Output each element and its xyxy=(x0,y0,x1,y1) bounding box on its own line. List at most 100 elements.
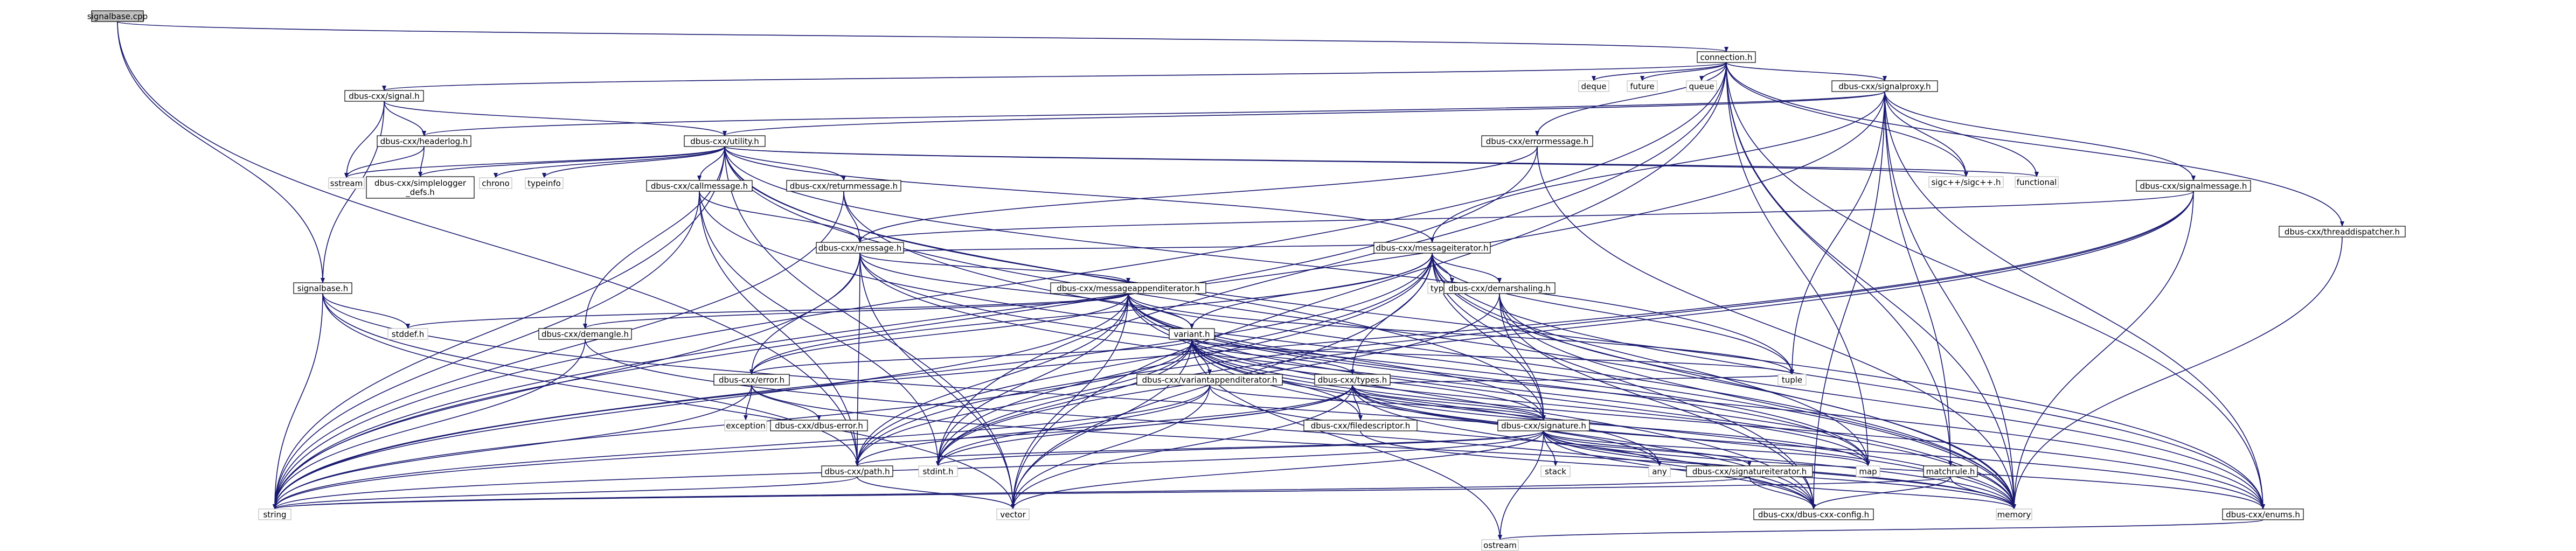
node-box-filedescriptor_h[interactable] xyxy=(1303,420,1418,431)
node-queue: queue xyxy=(1686,80,1717,92)
edge-callmessage_h-to-memory xyxy=(699,191,2016,510)
node-box-messageappenditerator_h[interactable] xyxy=(1050,282,1206,294)
edge-variant_h-to-error_h xyxy=(749,339,1192,375)
node-types_h[interactable]: dbus-cxx/types.h xyxy=(1314,374,1391,386)
edge-signalbase_h-to-stddef_h xyxy=(322,293,410,329)
node-box-signalmessage_h[interactable] xyxy=(2136,180,2251,192)
node-signatureiterator_h[interactable]: dbus-cxx/signatureiterator.h xyxy=(1686,465,1813,477)
edge-signalproxy_h-to-sigcpp_h xyxy=(1884,91,1968,177)
edge-returnmessage_h-to-memory xyxy=(843,191,2016,510)
node-filedescriptor_h[interactable]: dbus-cxx/filedescriptor.h xyxy=(1303,420,1418,431)
node-errormessage_h[interactable]: dbus-cxx/errormessage.h xyxy=(1481,135,1593,147)
node-box-messageiterator_h[interactable] xyxy=(1373,242,1491,254)
node-threaddispatcher_h[interactable]: dbus-cxx/threaddispatcher.h xyxy=(2279,226,2406,238)
edge-variantappenditerator_h-to-stdint_h xyxy=(936,385,1210,466)
node-box-error_h[interactable] xyxy=(713,374,790,386)
node-signalproxy_h[interactable]: dbus-cxx/signalproxy.h xyxy=(1831,80,1938,92)
node-box-connection_h[interactable] xyxy=(1697,51,1756,63)
node-box-headerlog_h[interactable] xyxy=(377,135,471,147)
edge-connection_h-to-map xyxy=(1726,62,1870,466)
edge-signalmessage_h-to-stdint_h xyxy=(936,191,2194,466)
edge-signalmessage_h-to-string xyxy=(273,191,2194,510)
node-box-path_h[interactable] xyxy=(821,465,893,477)
edge-demarshaling_h-to-signature_h xyxy=(1499,293,1546,421)
node-label-variantappenditerator_h: dbus-cxx/variantappenditerator.h xyxy=(1142,375,1277,385)
node-box-functional xyxy=(2015,176,2059,188)
node-signature_h[interactable]: dbus-cxx/signature.h xyxy=(1497,420,1590,431)
node-box-returnmessage_h[interactable] xyxy=(786,180,901,192)
node-error_h[interactable]: dbus-cxx/error.h xyxy=(713,374,790,386)
node-demarshaling_h[interactable]: dbus-cxx/demarshaling.h xyxy=(1443,282,1556,294)
node-box-demangle_h[interactable] xyxy=(538,328,632,340)
node-label-message_h: dbus-cxx/message.h xyxy=(818,243,902,253)
node-signalmessage_h[interactable]: dbus-cxx/signalmessage.h xyxy=(2136,180,2251,192)
node-box-signalbase_h[interactable] xyxy=(293,282,352,294)
edge-utility_h-to-returnmessage_h xyxy=(724,146,846,181)
node-box-errormessage_h[interactable] xyxy=(1481,135,1593,147)
node-box-enums_h[interactable] xyxy=(2222,508,2304,520)
node-utility_h[interactable]: dbus-cxx/utility.h xyxy=(684,135,766,147)
edge-utility_h-to-typeinfo xyxy=(542,146,725,178)
edge-threaddispatcher_h-to-memory xyxy=(2012,236,2343,510)
node-box-signature_h[interactable] xyxy=(1497,420,1590,431)
edge-signature_h-to-map xyxy=(1543,430,1870,466)
node-box-demarshaling_h[interactable] xyxy=(1443,282,1556,294)
node-box-variantappenditerator_h[interactable] xyxy=(1136,374,1283,386)
node-label-connection_h: connection.h xyxy=(1700,53,1753,62)
edge-connection_h-to-future xyxy=(1640,62,1727,81)
node-connection_h[interactable]: connection.h xyxy=(1697,51,1756,63)
node-box-signalproxy_h[interactable] xyxy=(1831,80,1938,92)
node-callmessage_h[interactable]: dbus-cxx/callmessage.h xyxy=(646,180,753,192)
node-simplelogger_defs_h[interactable]: dbus-cxx/simplelogger_defs.h xyxy=(366,176,475,199)
node-box-callmessage_h[interactable] xyxy=(646,180,753,192)
node-box-types_h[interactable] xyxy=(1314,374,1391,386)
node-box-signal_h[interactable] xyxy=(344,90,424,102)
node-signalbase_cpp[interactable]: signalbase.cpp xyxy=(87,10,148,22)
edge-matchrule_h-to-dbus_cxx_config_h xyxy=(1811,476,1951,510)
node-messageiterator_h[interactable]: dbus-cxx/messageiterator.h xyxy=(1373,242,1491,254)
node-box-signatureiterator_h[interactable] xyxy=(1686,465,1813,477)
node-label-signalbase_h: signalbase.h xyxy=(297,284,348,294)
node-label-callmessage_h: dbus-cxx/callmessage.h xyxy=(651,182,748,191)
node-signal_h[interactable]: dbus-cxx/signal.h xyxy=(344,90,424,102)
edge-connection_h-to-queue xyxy=(1699,62,1727,81)
edge-variantappenditerator_h-to-string xyxy=(273,385,1210,510)
edge-utility_h-to-chrono xyxy=(494,146,725,178)
node-matchrule_h[interactable]: matchrule.h xyxy=(1923,465,1978,477)
node-headerlog_h[interactable]: dbus-cxx/headerlog.h xyxy=(377,135,471,147)
node-message_h[interactable]: dbus-cxx/message.h xyxy=(816,242,904,254)
edge-signalproxy_h-to-tuple xyxy=(1790,91,1885,375)
edge-message_h-to-map xyxy=(859,253,1870,466)
node-demangle_h[interactable]: dbus-cxx/demangle.h xyxy=(538,328,632,340)
node-variant_h[interactable]: variant.h xyxy=(1169,328,1215,340)
node-box-signalbase_cpp[interactable] xyxy=(91,10,144,22)
edge-signalbase_h-to-memory xyxy=(322,293,2016,510)
node-signalbase_h[interactable]: signalbase.h xyxy=(293,282,352,294)
node-vector: vector xyxy=(996,508,1030,520)
node-box-sigcpp_h xyxy=(1928,176,2004,188)
node-enums_h[interactable]: dbus-cxx/enums.h xyxy=(2222,508,2304,520)
node-stack: stack xyxy=(1540,465,1571,477)
edge-variant_h-to-any xyxy=(1191,339,1662,466)
node-box-matchrule_h[interactable] xyxy=(1923,465,1978,477)
node-box-dbus_cxx_config_h[interactable] xyxy=(1753,508,1874,520)
node-box-utility_h[interactable] xyxy=(684,135,766,147)
edge-error_h-to-memory xyxy=(751,385,2016,510)
edge-connection_h-to-signal_h xyxy=(382,62,1727,91)
node-path_h[interactable]: dbus-cxx/path.h xyxy=(821,465,893,477)
node-box-simplelogger_defs_h[interactable] xyxy=(366,176,475,199)
edge-matchrule_h-to-string xyxy=(273,476,1951,510)
node-future: future xyxy=(1627,80,1658,92)
edge-variantappenditerator_h-to-memory xyxy=(1209,385,2016,510)
node-messageappenditerator_h[interactable]: dbus-cxx/messageappenditerator.h xyxy=(1050,282,1206,294)
node-returnmessage_h[interactable]: dbus-cxx/returnmessage.h xyxy=(786,180,901,192)
edge-types_h-to-vector xyxy=(1011,385,1353,510)
node-dbus_error_h[interactable]: dbus-cxx/dbus-error.h xyxy=(770,420,868,431)
node-variantappenditerator_h[interactable]: dbus-cxx/variantappenditerator.h xyxy=(1136,374,1283,386)
node-box-dbus_error_h[interactable] xyxy=(770,420,868,431)
node-box-threaddispatcher_h[interactable] xyxy=(2279,226,2406,238)
node-box-variant_h[interactable] xyxy=(1169,328,1215,340)
node-box-message_h[interactable] xyxy=(816,242,904,254)
node-dbus_cxx_config_h[interactable]: dbus-cxx/dbus-cxx-config.h xyxy=(1753,508,1874,520)
